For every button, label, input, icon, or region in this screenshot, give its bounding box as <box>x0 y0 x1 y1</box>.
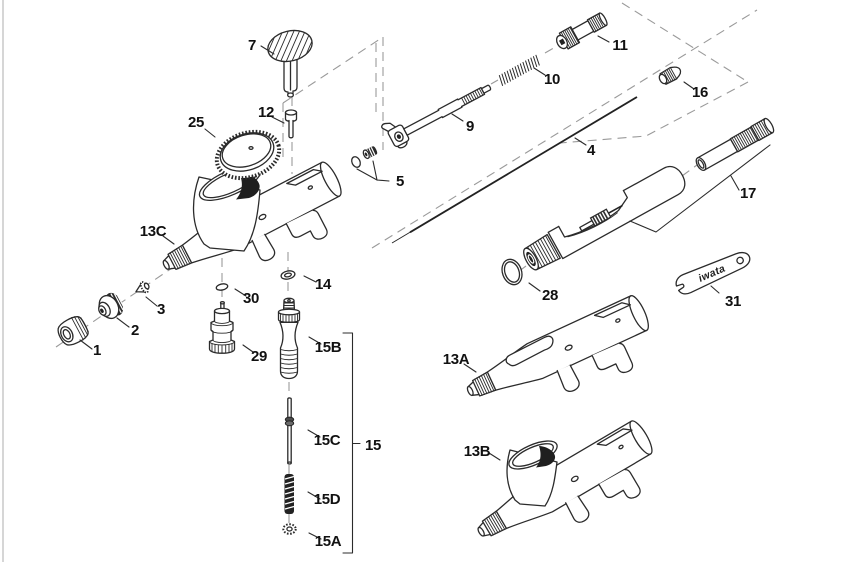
part-15c-valve-stem <box>284 397 295 465</box>
part-11-chucking-nut <box>555 12 608 50</box>
handle-cutaway <box>523 165 686 271</box>
part-10-spring <box>497 54 542 86</box>
part-28-o-ring <box>501 258 523 286</box>
part-4-needle <box>391 96 638 244</box>
part-12-screw <box>284 109 298 139</box>
label-31: 31 <box>725 293 741 310</box>
part-14-o-ring <box>280 270 296 280</box>
leader-lines <box>79 35 771 554</box>
label-11: 11 <box>612 37 627 54</box>
part-25-cup-lid <box>214 129 282 181</box>
label-30: 30 <box>243 290 259 307</box>
label-12: 12 <box>258 104 274 121</box>
label-13b: 13B <box>464 443 491 460</box>
part-13b-body <box>468 417 672 562</box>
part-31-wrench: iwata <box>675 251 751 295</box>
label-1: 1 <box>93 342 101 359</box>
label-10: 10 <box>544 71 560 88</box>
part-3-nozzle <box>135 281 150 294</box>
label-5: 5 <box>396 173 404 190</box>
label-7: 7 <box>248 37 256 54</box>
construction-lines <box>55 2 758 524</box>
label-4: 4 <box>587 142 596 159</box>
part-30-washer <box>215 283 229 291</box>
part-15b-valve-body <box>277 297 301 380</box>
part-17-spring-guide <box>695 117 775 172</box>
part-5-nut-washer <box>351 146 378 168</box>
label-2: 2 <box>131 322 139 339</box>
label-15d: 15D <box>314 491 341 508</box>
part-15a-nut <box>282 523 297 535</box>
part-29-valve-assembly <box>208 301 236 354</box>
part-16-plug <box>658 66 682 85</box>
label-15a: 15A <box>315 533 342 550</box>
part-15d-spring <box>284 474 295 514</box>
part-labels: 7 12 25 13C 3 2 1 30 29 14 15B 15C 15D 1… <box>93 37 756 550</box>
label-15b: 15B <box>315 339 342 356</box>
label-17: 17 <box>740 185 756 202</box>
label-14: 14 <box>315 276 332 293</box>
part-2-nozzle-cap <box>98 292 124 320</box>
label-28: 28 <box>542 287 558 304</box>
part-1-needle-cap <box>57 316 89 346</box>
label-25: 25 <box>188 114 204 131</box>
label-13a: 13A <box>443 351 470 368</box>
label-15: 15 <box>365 437 381 454</box>
label-16: 16 <box>692 84 708 101</box>
part-9-valve-tube <box>381 84 492 149</box>
part-7-trigger-button <box>265 29 315 98</box>
label-13c: 13C <box>140 223 167 240</box>
label-3: 3 <box>157 301 165 318</box>
label-9: 9 <box>466 118 474 135</box>
part-13a-body <box>459 292 666 437</box>
label-15c: 15C <box>314 432 341 449</box>
label-29: 29 <box>251 348 267 365</box>
